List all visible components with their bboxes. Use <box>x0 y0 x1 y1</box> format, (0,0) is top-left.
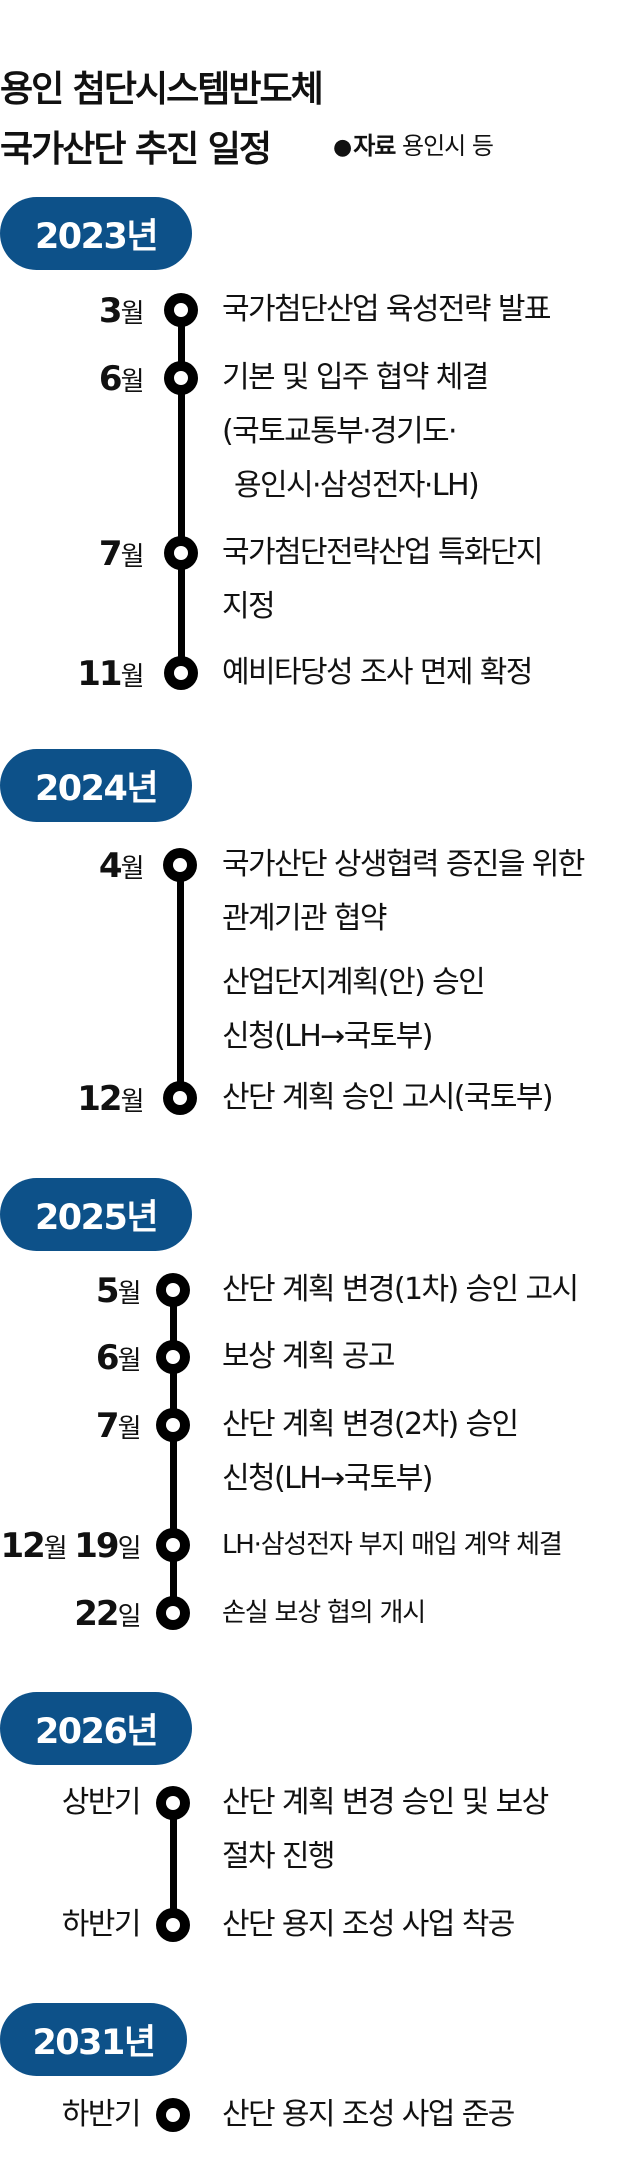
event-date: 22일 <box>74 1594 141 1634</box>
event-period: 상반기 <box>61 1785 142 1820</box>
event-date: 12월 19일 <box>0 1526 141 1566</box>
event-text: LH·삼성전자 부지 매입 계약 체결 <box>222 1530 563 1560</box>
event-text: 산업단지계획(안) 승인 신청(LH→국토부) <box>222 965 486 1054</box>
event-date: 5월 <box>95 1271 142 1311</box>
event-text: 보상 계획 공고 <box>222 1339 395 1374</box>
event-text: 기본 및 입주 협약 체결 (국토교통부·경기도· 용인시·삼성전자·LH) <box>222 360 489 503</box>
timeline-node-icon <box>156 1528 190 1562</box>
event-text: 국가첨단전략산업 특화단지 지정 <box>222 535 544 624</box>
source-value: 용인시 등 <box>402 132 494 160</box>
event-date: 3월 <box>98 291 145 331</box>
timeline-node-icon <box>156 1408 190 1442</box>
event-period: 하반기 <box>61 1907 142 1942</box>
timeline-node-icon <box>164 293 198 327</box>
timeline-line-2023 <box>178 310 185 673</box>
event-date: 7월 <box>98 534 145 574</box>
timeline-node-icon <box>163 1081 197 1115</box>
year-badge-2024: 2024년 <box>0 749 192 822</box>
source-label: 자료 <box>353 132 396 160</box>
timeline-node-icon <box>156 1596 190 1630</box>
event-date: 7월 <box>95 1406 142 1446</box>
event-date: 11월 <box>77 654 144 694</box>
event-date: 12월 <box>77 1079 144 1119</box>
event-text: 산단 용지 조성 사업 준공 <box>222 2097 515 2132</box>
timeline-node-icon <box>164 656 198 690</box>
timeline-node-icon <box>163 848 197 882</box>
timeline-node-icon <box>156 1273 190 1307</box>
event-date: 6월 <box>98 359 145 399</box>
timeline-line-2026 <box>170 1803 177 1925</box>
event-text: 예비타당성 조사 면제 확정 <box>222 655 533 690</box>
source-note: ●자료 용인시 등 <box>333 132 494 160</box>
timeline-node-icon <box>156 1786 190 1820</box>
event-period: 하반기 <box>61 2097 142 2132</box>
timeline-line-2024 <box>177 865 184 1098</box>
event-date: 4월 <box>98 846 145 886</box>
event-text: 산단 계획 승인 고시(국토부) <box>222 1080 554 1115</box>
event-text: 산단 계획 변경 승인 및 보상 절차 진행 <box>222 1785 549 1874</box>
timeline-node-icon <box>156 1340 190 1374</box>
event-text: 손실 보상 협의 개시 <box>222 1598 426 1628</box>
timeline-line-2025 <box>170 1290 177 1613</box>
event-text: 산단 용지 조성 사업 착공 <box>222 1907 515 1942</box>
event-date: 6월 <box>95 1338 142 1378</box>
event-text: 국가첨단산업 육성전략 발표 <box>222 292 551 327</box>
event-text: 산단 계획 변경(2차) 승인 신청(LH→국토부) <box>222 1407 519 1496</box>
timeline-node-icon <box>164 361 198 395</box>
timeline-node-icon <box>164 536 198 570</box>
chart-title-line-1: 용인 첨단시스템반도체 <box>0 69 324 110</box>
year-badge-2025: 2025년 <box>0 1178 192 1251</box>
year-badge-2026: 2026년 <box>0 1692 192 1765</box>
event-text: 국가산단 상생협력 증진을 위한 관계기관 협약 <box>222 847 585 936</box>
timeline-node-icon <box>156 2098 190 2132</box>
event-text: 산단 계획 변경(1차) 승인 고시 <box>222 1272 579 1307</box>
timeline-node-icon <box>156 1908 190 1942</box>
year-badge-2031: 2031년 <box>0 2003 187 2076</box>
year-badge-2023: 2023년 <box>0 197 192 270</box>
bullet-icon: ● <box>333 135 352 160</box>
chart-title-line-2: 국가산단 추진 일정 <box>0 129 272 170</box>
